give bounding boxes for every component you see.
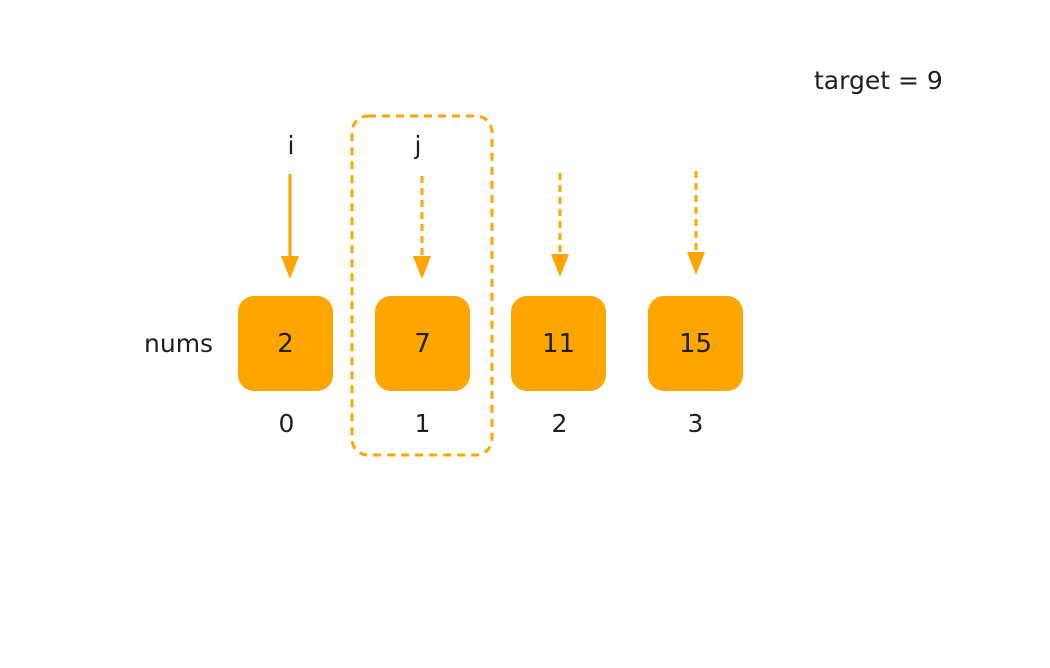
cell-value: 11	[541, 328, 576, 359]
index-label-3: 3	[687, 409, 704, 438]
array-cell-3: 15	[648, 296, 743, 391]
cell-value: 2	[277, 328, 294, 359]
i-arrow-head	[281, 256, 299, 279]
array-cell-2: 11	[511, 296, 606, 391]
array-name-label: nums	[144, 329, 214, 358]
pointer-i-label: i	[287, 131, 295, 160]
array-cell-0: 2	[238, 296, 333, 391]
array-cell-1: 7	[375, 296, 470, 391]
j-highlight-box	[350, 114, 494, 457]
target-label: target = 9	[814, 66, 943, 95]
cell-value: 7	[414, 328, 431, 359]
cell-2-arrow-head	[551, 254, 569, 277]
index-label-0: 0	[278, 409, 295, 438]
pointer-j-label: j	[414, 131, 422, 160]
index-label-1: 1	[414, 409, 431, 438]
j-arrow-head	[413, 256, 431, 279]
index-label-2: 2	[551, 409, 568, 438]
cell-3-arrow-head	[687, 252, 705, 275]
cell-value: 15	[678, 328, 713, 359]
